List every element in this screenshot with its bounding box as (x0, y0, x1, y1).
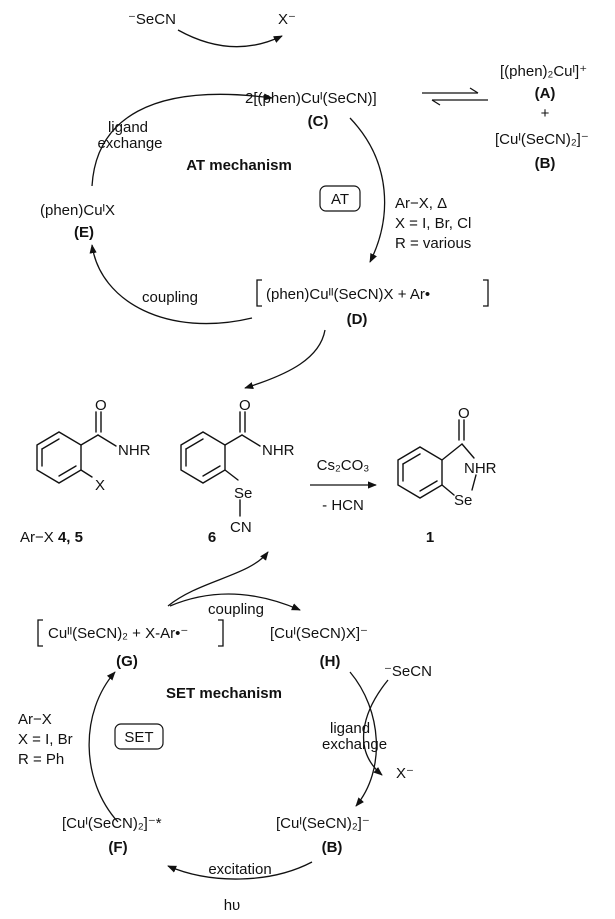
cyclization-byproduct: - HCN (322, 497, 364, 514)
at-mechanism-title: AT mechanism (186, 157, 292, 174)
product-selenium: Se (454, 492, 472, 509)
light-symbol: hυ (224, 897, 241, 914)
intermediate-selenium: Se (234, 485, 252, 502)
intermediate-nhr: NHR (262, 442, 295, 459)
product-nitrogen: NHR (464, 460, 497, 477)
set-arc (88, 671, 119, 823)
at-condition-1: Ar−X, Δ (395, 195, 447, 212)
species-c-paren: (C) (308, 113, 329, 130)
ligand-exchange-label-2: exchange (97, 135, 162, 152)
exit-to-product-arrow (244, 329, 326, 390)
intermediate-label: 6 (208, 529, 216, 546)
set-halide-out: X⁻ (396, 765, 414, 782)
exit-to-intermediate-arrow (167, 551, 269, 607)
at-cycle: ⁻SeCN X⁻ 2[(phen)Cuᴵ(SeCN)] (C) [(phen)₂… (40, 11, 589, 390)
species-e-formula: (phen)CuᴵX (40, 202, 115, 219)
set-coupling-arrow (169, 593, 301, 611)
substrate-oxygen: O (95, 397, 107, 414)
set-condition-3: R = Ph (18, 751, 64, 768)
set-condition-1: Ar−X (18, 711, 52, 728)
set-ligand-exchange-label-2: exchange (322, 736, 387, 753)
reagent-exchange-arrow (177, 29, 283, 48)
species-c-formula: 2[(phen)Cuᴵ(SeCN)] (245, 90, 377, 107)
ligand-exchange-label-1: ligand (108, 119, 148, 136)
set-mechanism-title: SET mechanism (166, 685, 282, 702)
at-condition-3: R = various (395, 235, 471, 252)
species-b-paren: (B) (535, 155, 556, 172)
substrate-label: Ar−X 4, 5 (20, 529, 83, 546)
product-structure (397, 419, 477, 499)
product-hr: HR (475, 460, 497, 477)
product-n-atom: N (464, 460, 475, 477)
species-h-paren: (H) (320, 653, 341, 670)
species-g-paren: (G) (116, 653, 138, 670)
species-d-paren: (D) (347, 311, 368, 328)
at-condition-2: X = I, Br, Cl (395, 215, 471, 232)
excitation-arc (167, 861, 313, 880)
set-condition-2: X = I, Br (18, 731, 73, 748)
species-a-paren: (A) (535, 85, 556, 102)
species-d-bracket (256, 279, 489, 307)
cyclization-reagent: Cs₂CO₃ (317, 457, 370, 474)
species-f-formula: [Cuᴵ(SeCN)₂]⁻* (62, 815, 162, 832)
product-oxygen: O (458, 405, 470, 422)
species-d-formula: (phen)Cuᴵᴵ(SeCN)X + Ar• (266, 286, 430, 303)
excitation-label: excitation (208, 861, 271, 878)
set-cycle: Cuᴵᴵ(SeCN)₂ + X-Ar•⁻ (G) coupling [Cuᴵ(S… (18, 551, 432, 914)
halide-byproduct-out: X⁻ (278, 11, 296, 28)
species-g-formula: Cuᴵᴵ(SeCN)₂ + X-Ar•⁻ (48, 625, 188, 642)
set-coupling-label: coupling (208, 601, 264, 618)
intermediate-cyanide: CN (230, 519, 252, 536)
species-b2-paren: (B) (322, 839, 343, 856)
substrate-halide: X (95, 477, 105, 494)
intermediate-structure (180, 411, 261, 517)
species-h-formula: [Cuᴵ(SeCN)X]⁻ (270, 625, 368, 642)
at-box-label: AT (331, 191, 349, 208)
plus-sign: + (541, 105, 550, 122)
ligand-exchange-arc (91, 93, 273, 187)
substrate-structure (36, 411, 117, 484)
set-ligand-exchange-label-1: ligand (330, 720, 370, 737)
species-b2-formula: [Cuᴵ(SeCN)₂]⁻ (276, 815, 370, 832)
selenocyanate-reagent-in: ⁻SeCN (128, 11, 176, 28)
intermediate-oxygen: O (239, 397, 251, 414)
species-f-paren: (F) (108, 839, 127, 856)
at-coupling-label: coupling (142, 289, 198, 306)
species-e-paren: (E) (74, 224, 94, 241)
set-selenocyanate-in: ⁻SeCN (384, 663, 432, 680)
equilibrium-arrows (422, 87, 488, 106)
product-label: 1 (426, 529, 434, 546)
set-box-label: SET (124, 729, 153, 746)
set-box (114, 723, 164, 750)
substrate-nhr: NHR (118, 442, 151, 459)
species-a-formula: [(phen)₂Cuᴵ]⁺ (500, 63, 587, 80)
set-ligand-exchange-arc (349, 671, 378, 807)
at-box (319, 185, 361, 212)
species-b-formula: [Cuᴵ(SeCN)₂]⁻ (495, 131, 589, 148)
at-arc (349, 117, 386, 263)
species-g-bracket (37, 619, 224, 647)
coupling-arc (89, 244, 253, 325)
